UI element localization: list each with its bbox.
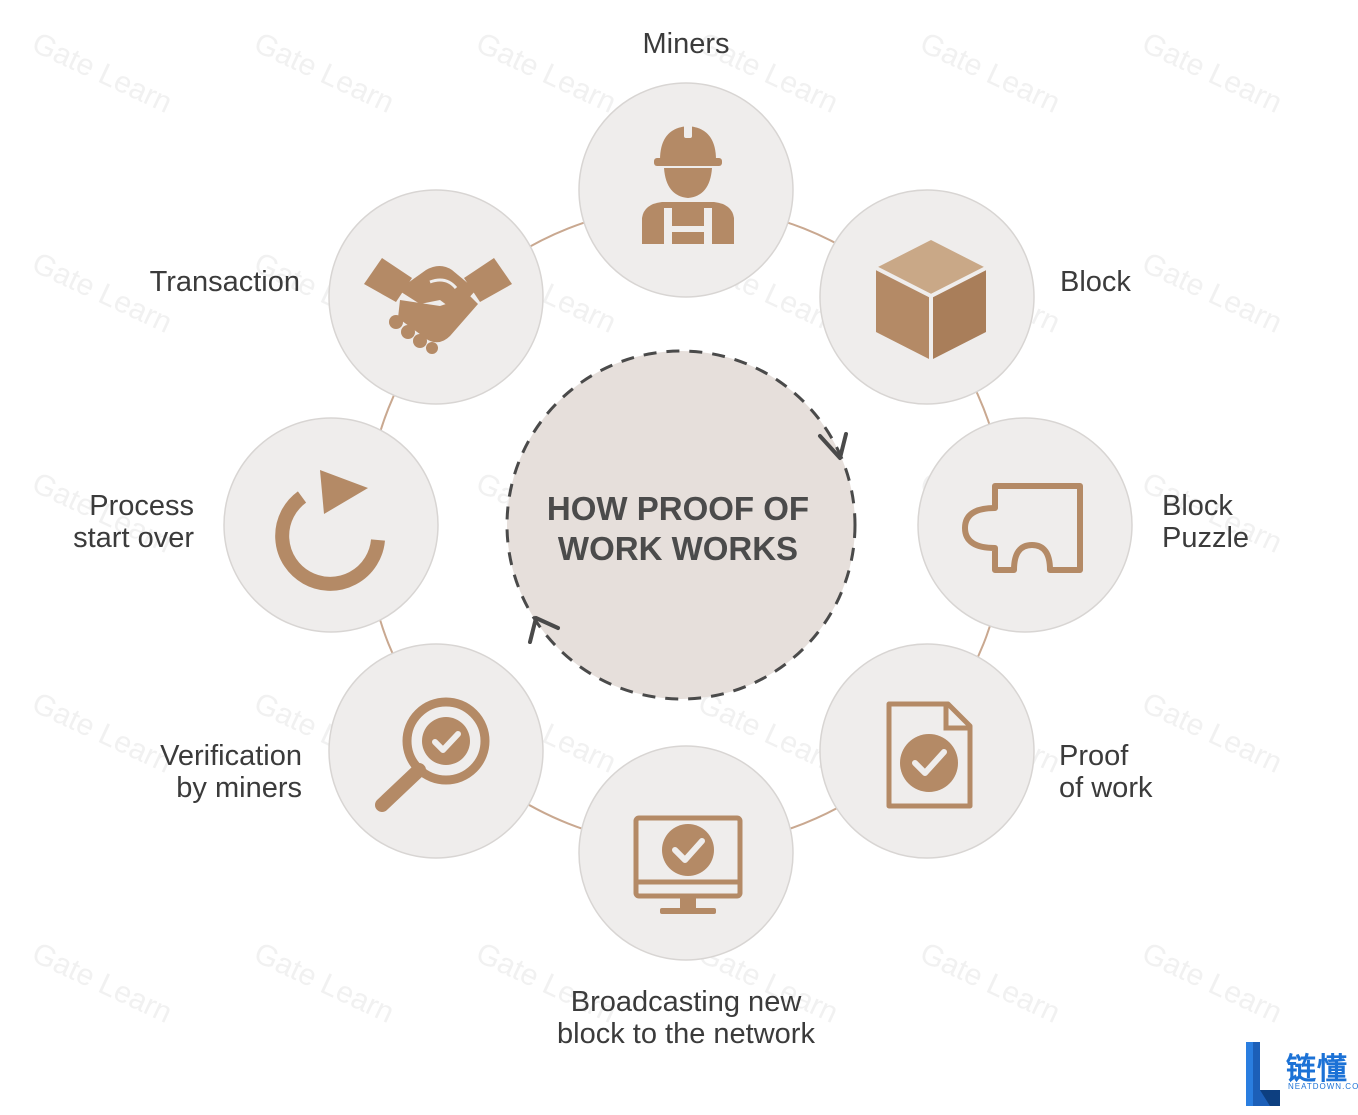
- step-label-line: by miners: [176, 772, 302, 804]
- center-title-line-1: HOW PROOF OF: [547, 490, 809, 527]
- step-label-line: of work: [1059, 772, 1153, 804]
- watermark-text: Gate Learn: [249, 936, 399, 1029]
- watermark-text: Gate Learn: [27, 26, 177, 119]
- brand-logo-text-en: NEATDOWN.COM: [1288, 1082, 1358, 1091]
- watermark-text: Gate Learn: [1137, 936, 1287, 1029]
- watermark-text: Gate Learn: [249, 26, 399, 119]
- puzzle-piece-icon: [962, 483, 1083, 573]
- watermark-text: Gate Learn: [1137, 686, 1287, 779]
- brand-logo: 链懂 NEATDOWN.COM: [1244, 1040, 1358, 1108]
- step-label-line: start over: [73, 522, 194, 554]
- step-label-miners: Miners: [586, 28, 786, 60]
- watermark-text: Gate Learn: [27, 936, 177, 1029]
- refresh-arrow-icon: [275, 470, 385, 591]
- step-label-broadcasting: Broadcasting new block to the network: [486, 986, 886, 1050]
- center-title-line-2: WORK WORKS: [558, 530, 798, 567]
- cube-icon: [875, 240, 987, 360]
- step-label-block: Block: [1060, 266, 1131, 298]
- handshake-icon: [364, 258, 512, 354]
- magnifier-check-icon: [375, 697, 490, 812]
- monitor-check-icon: [633, 815, 743, 914]
- step-label-block-puzzle: Block Puzzle: [1162, 490, 1249, 554]
- step-label-proof-of-work: Proof of work: [1059, 740, 1152, 804]
- step-circle-block-puzzle: [917, 417, 1133, 633]
- center-hub: HOW PROOF OF WORK WORKS: [505, 349, 857, 701]
- document-check-icon: [886, 701, 973, 809]
- step-label-line: Process: [89, 490, 194, 522]
- step-label-line: Miners: [642, 28, 730, 60]
- step-label-line: block to the network: [557, 1018, 815, 1050]
- step-label-line: Block: [1060, 266, 1131, 298]
- brand-logo-text-cn: 链懂: [1286, 1052, 1348, 1087]
- brand-logo-mark-icon: [1246, 1042, 1280, 1106]
- worker-icon: [642, 124, 734, 244]
- step-circle-process-start-over: [223, 417, 439, 633]
- step-label-line: Broadcasting new: [570, 986, 802, 1018]
- step-label-process-start-over: Process start over: [20, 490, 194, 554]
- center-dashed-circle: [505, 349, 857, 701]
- watermark-text: Gate Learn: [1137, 246, 1287, 339]
- step-label-line: Transaction: [149, 266, 300, 298]
- cycle-arrow-left-icon: [528, 616, 560, 644]
- step-label-line: Block: [1162, 490, 1233, 522]
- cycle-arrow-right-icon: [818, 432, 848, 460]
- step-label-line: Puzzle: [1162, 522, 1250, 554]
- step-label-verification: Verification by miners: [92, 740, 302, 804]
- step-label-line: Proof: [1059, 740, 1129, 772]
- watermark-text: Gate Learn: [915, 936, 1065, 1029]
- step-label-line: Verification: [160, 740, 302, 772]
- watermark-text: Gate Learn: [915, 26, 1065, 119]
- watermark-text: Gate Learn: [1137, 26, 1287, 119]
- step-label-transaction: Transaction: [60, 266, 300, 298]
